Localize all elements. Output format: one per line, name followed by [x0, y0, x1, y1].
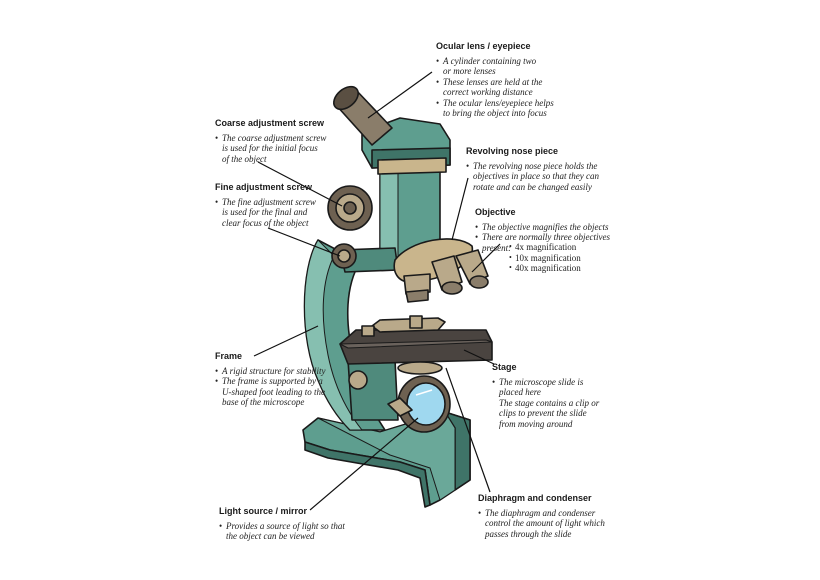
label-line: passes through the slide [485, 528, 572, 539]
label-line: The fine adjustment screw [215, 197, 390, 208]
fine-knob [331, 243, 357, 269]
label-line: The ocular lens/eyepiece helps [436, 98, 611, 109]
label-title: Light source / mirror [219, 506, 308, 516]
label-line: A cylinder containing two [436, 56, 611, 67]
magnification-list: 4x magnification10x magnification40x mag… [475, 242, 655, 274]
label-frame: Frame A rigid structure for stabilityThe… [215, 351, 390, 408]
eyepiece [333, 85, 393, 146]
foot [302, 411, 471, 508]
stage [339, 315, 493, 365]
label-line: U-shaped foot leading to the [222, 386, 325, 397]
label-list: The revolving nose piece holds theobject… [466, 161, 646, 193]
label-line: These lenses are held at the [436, 77, 611, 88]
magnification-item: 10x magnification [475, 253, 655, 264]
label-line: clear focus of the object [222, 217, 309, 228]
label-line: the object can be viewed [226, 531, 315, 541]
label-line: The frame is supported by a [215, 376, 390, 387]
label-title: Coarse adjustment screw [215, 118, 325, 128]
leader-diaphragm [445, 367, 491, 493]
label-title: Objective [475, 207, 516, 217]
body-tube [339, 167, 441, 273]
label-line: clips to prevent the slide [499, 408, 587, 418]
leader-stage [463, 349, 495, 365]
label-title: Stage [492, 362, 517, 372]
label-line: The coarse adjustment screw [215, 133, 390, 144]
label-line: placed here [499, 387, 541, 397]
label-line: The revolving nose piece holds the [466, 161, 646, 172]
leader-fine [267, 227, 341, 257]
label-fine: Fine adjustment screw The fine adjustmen… [215, 182, 390, 228]
label-coarse: Coarse adjustment screw The coarse adjus… [215, 118, 390, 164]
label-line: from moving around [499, 418, 573, 429]
label-line: The stage contains a clip or [499, 397, 600, 408]
label-line: objectives in place so that they can [473, 171, 599, 181]
label-line: is used for the final and [222, 207, 308, 217]
label-line: There are normally three objectives [475, 232, 655, 243]
label-diaphragm: Diaphragm and condenser The diaphragm an… [478, 493, 658, 539]
label-objective: Objective The objective magnifies the ob… [475, 207, 655, 274]
magnification-item: 4x magnification [475, 242, 655, 253]
label-line: or more lenses [443, 66, 496, 76]
leader-ocular [367, 71, 433, 119]
condenser [397, 361, 443, 375]
leader-revolving [451, 177, 469, 241]
label-line: The diaphragm and condenser [478, 508, 658, 519]
nose-piece [393, 238, 489, 303]
label-line: A rigid structure for stability [215, 366, 390, 377]
label-title: Diaphragm and condenser [478, 493, 592, 503]
label-line: The microscope slide is [492, 377, 667, 388]
leader-frame [253, 325, 319, 357]
label-light: Light source / mirror Provides a source … [219, 506, 399, 542]
label-line: control the amount of light which [485, 518, 605, 528]
label-line: of the object [222, 153, 267, 164]
label-line: correct working distance [443, 87, 533, 97]
label-line: rotate and can be changed easily [473, 181, 592, 192]
label-line: base of the microscope [222, 397, 305, 407]
label-list: A rigid structure for stabilityThe frame… [215, 366, 390, 408]
leader-light [309, 417, 419, 511]
label-line: to bring the object into focus [443, 108, 547, 118]
label-line: Provides a source of light so that [219, 521, 399, 532]
label-line: The objective magnifies the objects [475, 222, 655, 233]
label-title: Ocular lens / eyepiece [436, 41, 531, 51]
leader-lines [253, 71, 501, 511]
label-title: Frame [215, 351, 243, 361]
magnification-item: 40x magnification [475, 263, 655, 274]
label-line: is used for the initial focus [222, 143, 318, 153]
label-title: Fine adjustment screw [215, 182, 313, 192]
mirror [387, 375, 451, 433]
label-revolving: Revolving nose piece The revolving nose … [466, 146, 646, 192]
label-ocular: Ocular lens / eyepiece A cylinder contai… [436, 41, 611, 119]
label-title: Revolving nose piece [466, 146, 559, 156]
